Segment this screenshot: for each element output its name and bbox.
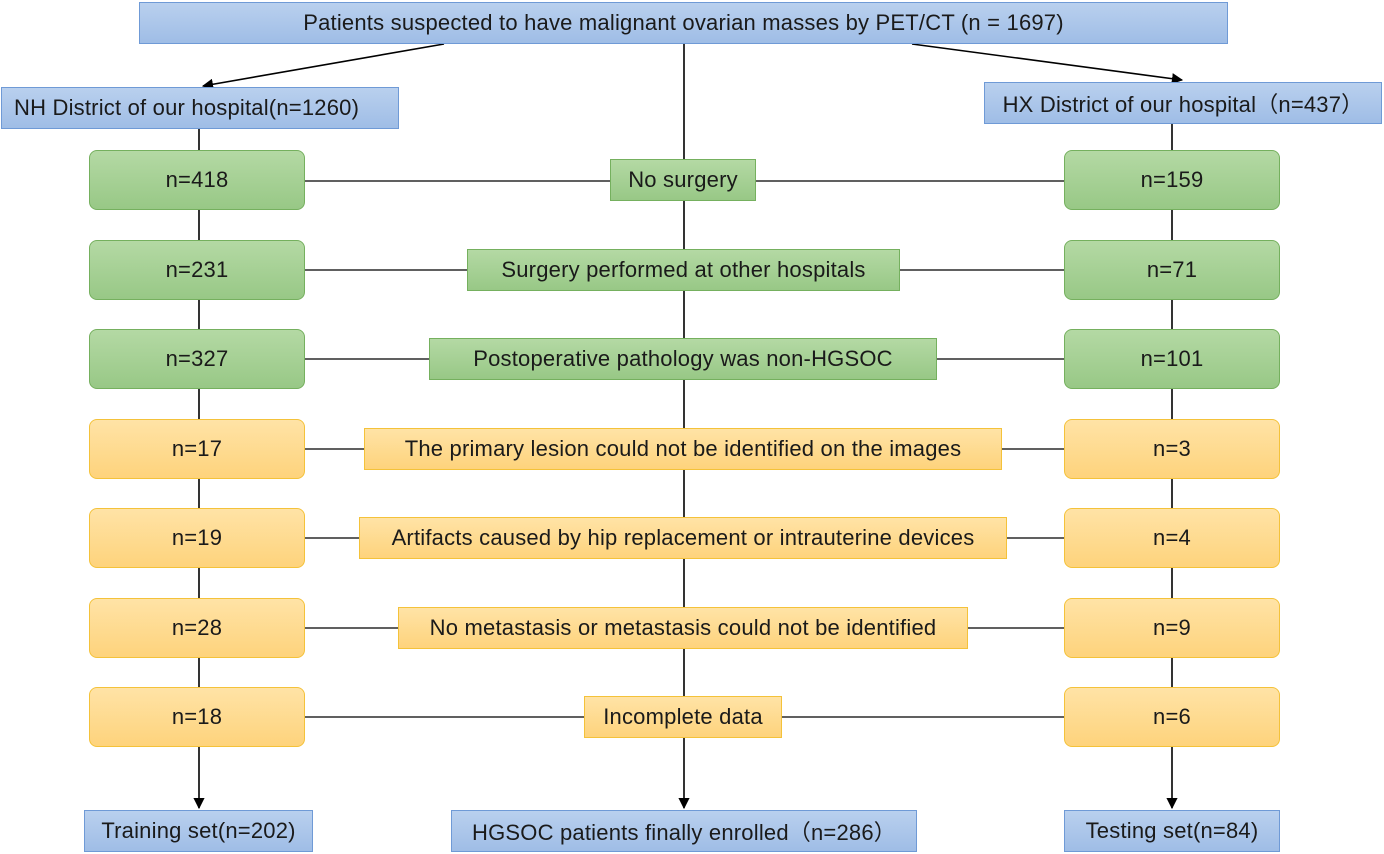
total-patients-label: Patients suspected to have malignant ova… <box>303 10 1064 35</box>
criterion-label: No surgery <box>628 167 738 192</box>
hx-count-box-2: n=71 <box>1064 240 1280 300</box>
count-label: n=4 <box>1153 525 1191 550</box>
criterion-label: No metastasis or metastasis could not be… <box>429 615 937 640</box>
final-enrolled-label: HGSOC patients finally enrolled（n=286） <box>472 820 896 845</box>
hx-count-box-5: n=4 <box>1064 508 1280 568</box>
criterion-box-7: Incomplete data <box>584 696 782 738</box>
testing-set-label: Testing set(n=84) <box>1085 818 1259 843</box>
nh-count-box-6: n=28 <box>89 598 305 658</box>
nh-count-box-3: n=327 <box>89 329 305 389</box>
count-label: n=28 <box>171 615 223 640</box>
nh-district-label: NH District of our hospital(n=1260) <box>14 95 360 120</box>
nh-district-box: NH District of our hospital(n=1260) <box>1 87 399 129</box>
count-label: n=9 <box>1153 615 1191 640</box>
count-label: n=159 <box>1140 167 1204 192</box>
criterion-label: The primary lesion could not be identifi… <box>404 436 962 461</box>
criterion-box-2: Surgery performed at other hospitals <box>467 249 900 291</box>
count-label: n=3 <box>1153 436 1191 461</box>
nh-count-box-1: n=418 <box>89 150 305 210</box>
testing-set-box: Testing set(n=84) <box>1064 810 1280 852</box>
total-patients-box: Patients suspected to have malignant ova… <box>139 2 1228 44</box>
hx-district-label: HX District of our hospital（n=437） <box>1002 92 1364 117</box>
arrow-to-nh-district <box>201 43 445 90</box>
count-label: n=18 <box>171 704 223 729</box>
count-label: n=19 <box>171 525 223 550</box>
criterion-label: Surgery performed at other hospitals <box>501 257 866 282</box>
hx-count-box-1: n=159 <box>1064 150 1280 210</box>
criterion-box-1: No surgery <box>610 159 756 201</box>
count-label: n=17 <box>171 436 223 461</box>
criterion-label: Postoperative pathology was non-HGSOC <box>473 346 893 371</box>
criterion-box-4: The primary lesion could not be identifi… <box>364 428 1002 470</box>
count-label: n=418 <box>165 167 229 192</box>
hx-count-box-3: n=101 <box>1064 329 1280 389</box>
final-enrolled-box: HGSOC patients finally enrolled（n=286） <box>451 810 917 852</box>
criterion-label: Artifacts caused by hip replacement or i… <box>391 525 975 550</box>
criterion-box-6: No metastasis or metastasis could not be… <box>398 607 968 649</box>
nh-count-box-2: n=231 <box>89 240 305 300</box>
nh-count-box-7: n=18 <box>89 687 305 747</box>
criterion-box-5: Artifacts caused by hip replacement or i… <box>359 517 1007 559</box>
training-set-label: Training set(n=202) <box>101 818 296 843</box>
hx-count-box-6: n=9 <box>1064 598 1280 658</box>
criterion-label: Incomplete data <box>603 704 763 729</box>
count-label: n=231 <box>165 257 229 282</box>
hx-count-box-4: n=3 <box>1064 419 1280 479</box>
training-set-box: Training set(n=202) <box>84 810 313 852</box>
count-label: n=6 <box>1153 704 1191 729</box>
count-label: n=327 <box>165 346 229 371</box>
hx-district-box: HX District of our hospital（n=437） <box>984 82 1382 124</box>
nh-count-box-4: n=17 <box>89 419 305 479</box>
nh-count-box-5: n=19 <box>89 508 305 568</box>
arrow-to-hx-district <box>911 43 1184 85</box>
criterion-box-3: Postoperative pathology was non-HGSOC <box>429 338 937 380</box>
hx-count-box-7: n=6 <box>1064 687 1280 747</box>
count-label: n=101 <box>1140 346 1204 371</box>
count-label: n=71 <box>1146 257 1198 282</box>
